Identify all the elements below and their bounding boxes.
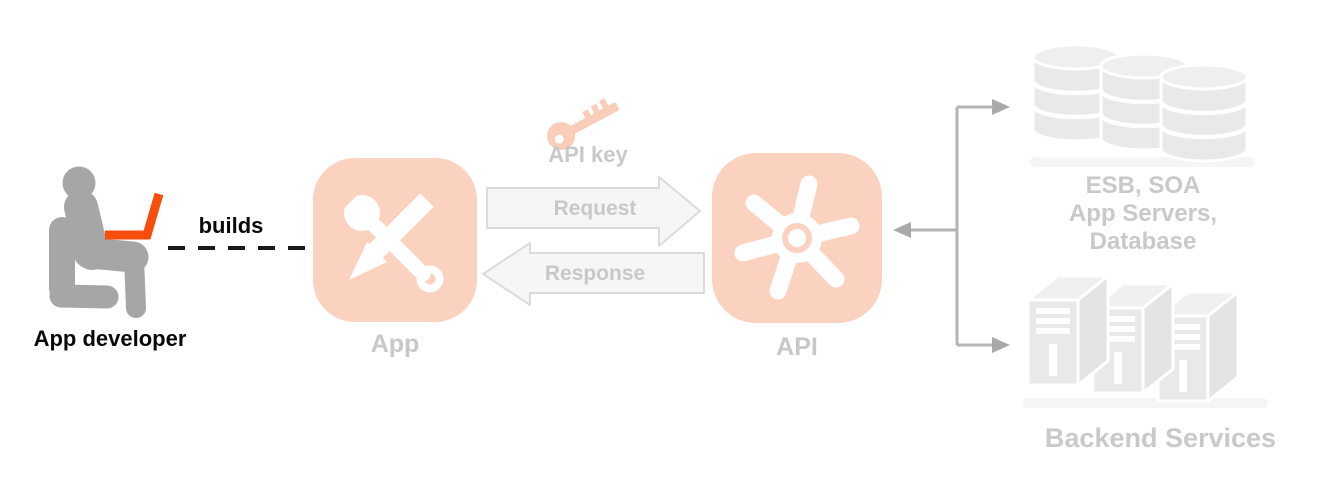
api-key-icon <box>547 98 619 150</box>
api-gear-icon <box>712 153 882 323</box>
builds-dashed-line <box>168 246 306 250</box>
connector-arrows <box>893 99 1010 353</box>
request-arrow <box>486 176 701 247</box>
request-label: Request <box>553 197 637 220</box>
builds-label: builds <box>198 213 264 238</box>
esb-soa-line2: App Servers, <box>1068 200 1218 227</box>
backend-services-label: Backend Services <box>1044 423 1277 453</box>
server-stack-icon <box>1023 274 1268 408</box>
app-tools-icon <box>313 158 477 322</box>
esb-soa-line3: Database <box>1089 228 1197 255</box>
api-label: API <box>776 333 818 361</box>
developer-person-icon <box>49 166 164 318</box>
app-developer-label: App developer <box>33 326 187 351</box>
app-label: App <box>370 330 420 358</box>
response-arrow <box>482 242 705 306</box>
response-label: Response <box>544 262 646 285</box>
laptop-icon <box>105 192 164 240</box>
api-key-label: API key <box>548 142 628 167</box>
database-stack-icon <box>1030 43 1255 167</box>
esb-soa-line1: ESB, SOA <box>1085 172 1201 199</box>
esb-soa-label: ESB, SOA App Servers, Database <box>1023 172 1263 256</box>
